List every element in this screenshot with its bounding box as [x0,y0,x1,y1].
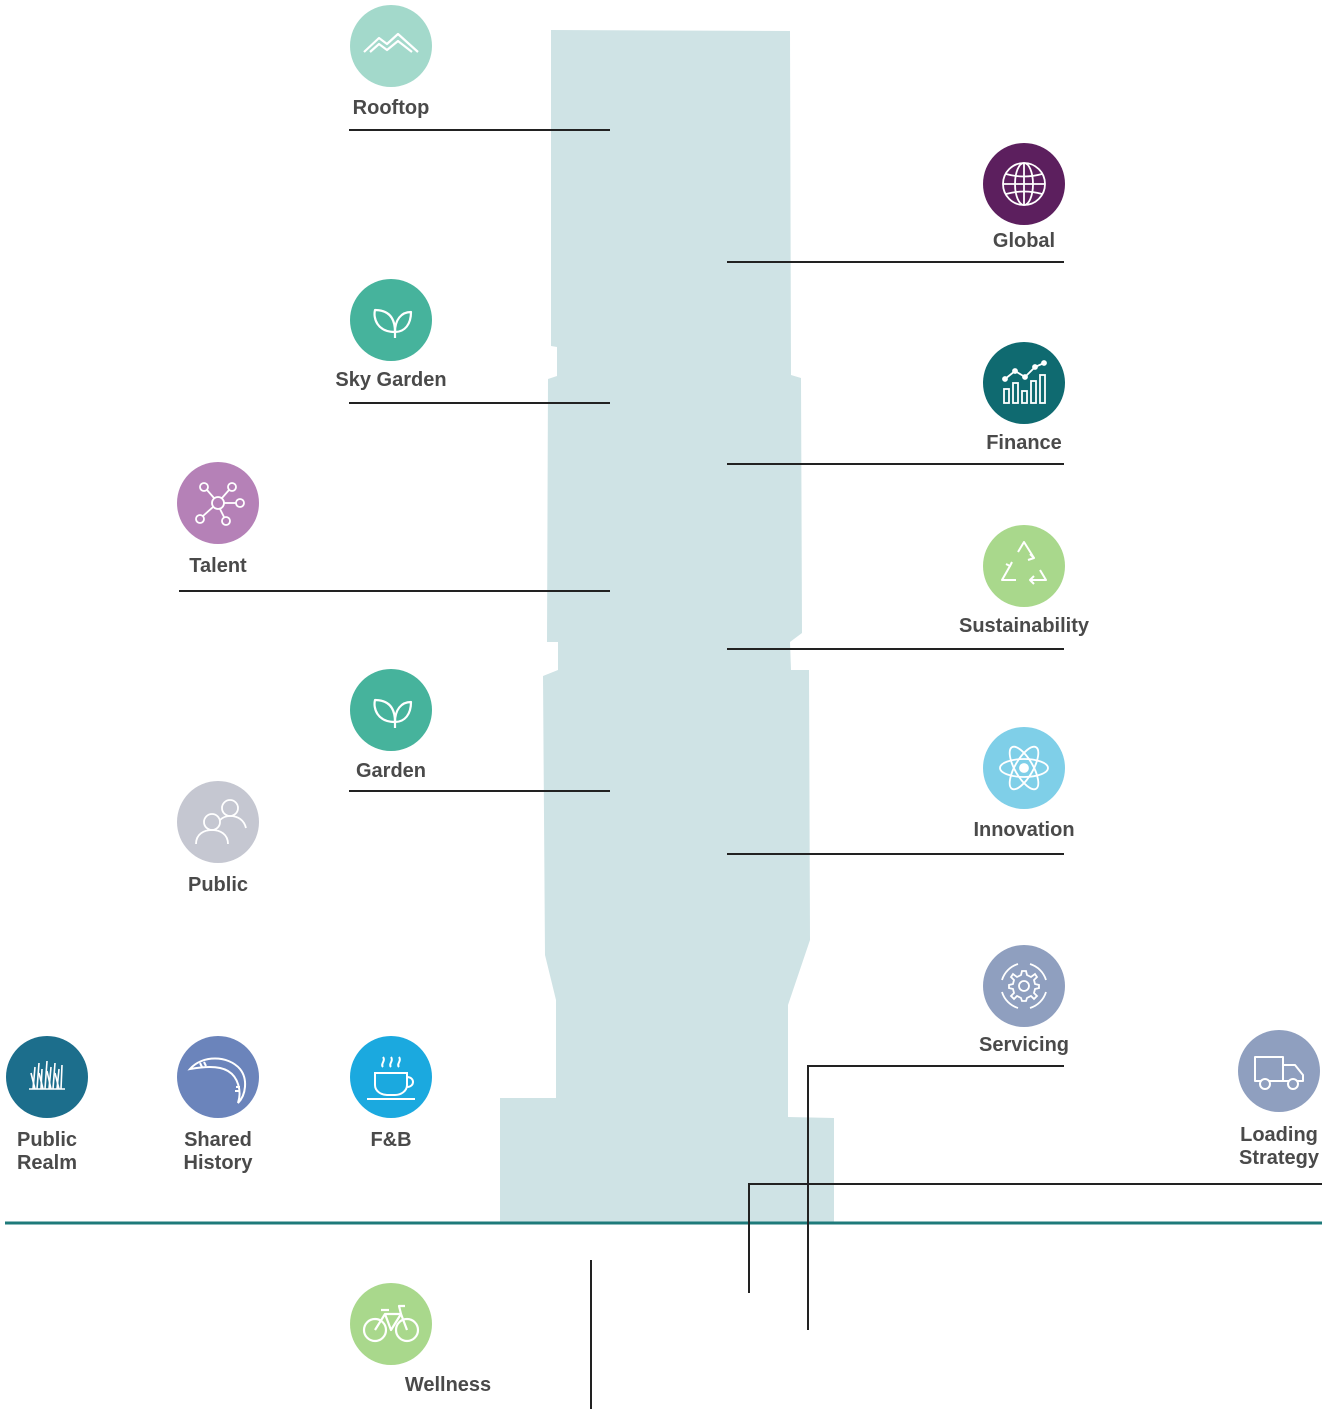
node-shared-history[interactable] [177,1036,259,1118]
node-wellness[interactable] [350,1283,432,1365]
chart-icon [1002,360,1047,404]
label-sky-garden: Sky Garden [335,369,447,391]
globe-icon [1002,162,1046,206]
node-fnb-circle [350,1036,432,1118]
node-loading-circle [1238,1030,1320,1112]
label-innovation: Innovation [973,819,1075,841]
label-public: Public [187,874,249,896]
node-rooftop[interactable] [350,5,432,87]
node-finance[interactable] [983,342,1065,424]
node-sustainability[interactable] [983,525,1065,607]
node-public-circle [177,781,259,863]
label-shared-history: Shared History [183,1129,253,1174]
label-servicing: Servicing [978,1034,1070,1056]
node-wellness-circle [350,1283,432,1365]
mountain-icon [363,32,419,53]
label-public-realm: Public Realm [16,1129,78,1174]
label-fnb: F&B [370,1129,412,1151]
recycle-icon [1001,541,1047,585]
grass-icon [29,1060,65,1090]
label-sustainability: Sustainability [958,615,1090,637]
label-garden: Garden [355,760,427,782]
node-public-realm-circle [6,1036,88,1118]
node-garden-circle [350,669,432,751]
leaf-icon [373,698,413,728]
node-talent-circle [177,462,259,544]
label-wellness: Wellness [404,1374,492,1396]
node-garden[interactable] [350,669,432,751]
atom-icon [999,745,1049,791]
bicycle-icon [362,1304,420,1343]
node-shared-history-circle [177,1036,259,1118]
node-sky-garden-circle [350,279,432,361]
node-loading[interactable] [1238,1030,1320,1112]
node-servicing[interactable] [983,945,1065,1027]
coffee-cup-icon [367,1056,415,1100]
label-loading: Loading Strategy [1238,1124,1320,1169]
node-sustainability-circle [983,525,1065,607]
node-global[interactable] [983,143,1065,225]
label-rooftop: Rooftop [352,97,430,119]
label-finance: Finance [986,432,1062,454]
node-innovation[interactable] [983,727,1065,809]
label-talent: Talent [189,555,247,577]
label-global: Global [992,230,1056,252]
node-fnb[interactable] [350,1036,432,1118]
node-servicing-circle [983,945,1065,1027]
gear-cycle-icon [1001,963,1047,1009]
node-talent[interactable] [177,462,259,544]
leader-servicing [807,1065,1064,1330]
node-public-realm[interactable] [6,1036,88,1118]
boomerang-icon [187,1057,246,1104]
network-icon [195,482,245,526]
node-public[interactable] [177,781,259,863]
building-silhouette [500,30,834,1223]
truck-icon [1254,1056,1304,1090]
node-finance-circle [983,342,1065,424]
leaf-icon [373,308,413,338]
node-sky-garden[interactable] [350,279,432,361]
people-icon [195,799,247,845]
leader-lines [179,129,1322,1409]
leader-loading [748,1183,1322,1293]
